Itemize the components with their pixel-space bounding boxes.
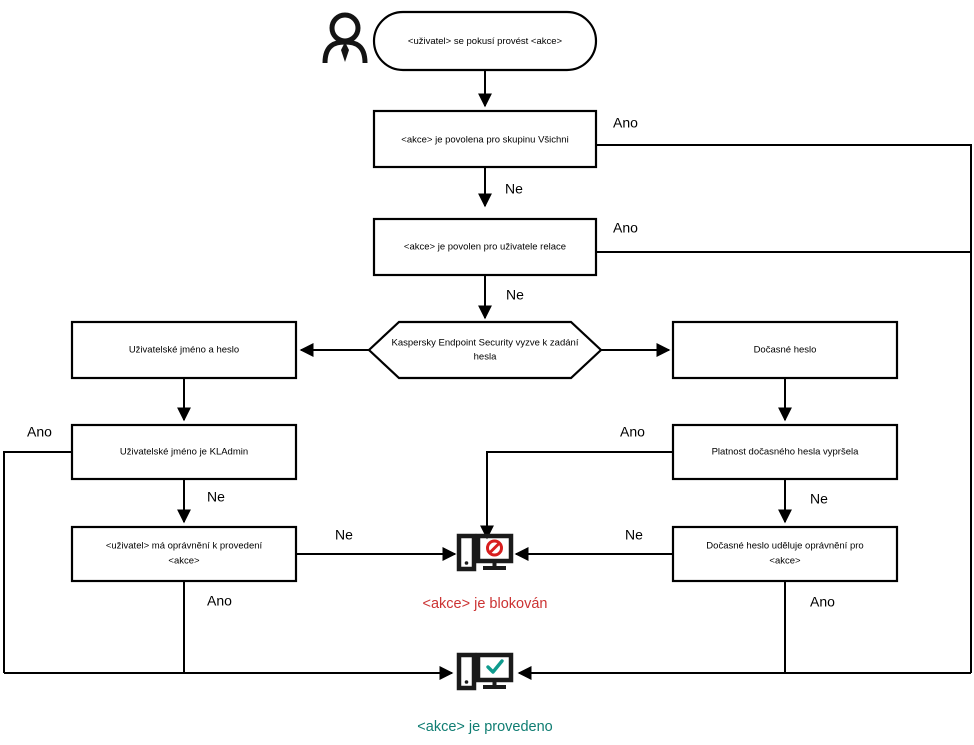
- node-temp-password-label: Dočasné heslo: [754, 345, 817, 356]
- node-username-password: Uživatelské jméno a heslo: [70, 320, 298, 380]
- edge-label-has-permission-no: Ne: [335, 527, 353, 543]
- computer-allowed-icon: [456, 652, 514, 691]
- node-prompt-password: Kaspersky Endpoint Security vyzve k zadá…: [367, 320, 603, 380]
- blocked-result-label: <akce> je blokován: [423, 596, 548, 612]
- edge-label-grants-yes: Ano: [810, 594, 835, 610]
- node-user-has-permission-label-line2: <akce>: [168, 556, 200, 567]
- node-temp-password-grants-label-line1: Dočasné heslo uděluje oprávnění pro: [706, 541, 863, 552]
- edge-all-group-yes: [596, 144, 972, 673]
- node-decision-all-group: <akce> je povolena pro skupinu Všichni: [372, 109, 598, 169]
- edge-label-expired-yes: Ano: [620, 424, 645, 440]
- node-temp-password: Dočasné heslo: [671, 320, 899, 380]
- node-prompt-password-label-line2: hesla: [474, 352, 497, 363]
- edge-label-has-permission-yes: Ano: [207, 593, 232, 609]
- edge-label-kladmin-no: Ne: [207, 489, 225, 505]
- allowed-result-label: <akce> je provedeno: [417, 719, 552, 735]
- edge-label-expired-no: Ne: [810, 491, 828, 507]
- node-temp-password-grants: Dočasné heslo uděluje oprávnění pro <akc…: [671, 525, 899, 583]
- edge-expired-yes: [480, 451, 673, 540]
- edge-label-session-user-no: Ne: [506, 287, 524, 303]
- edge-label-kladmin-yes: Ano: [27, 424, 52, 440]
- node-temp-password-expired: Platnost dočasného hesla vypršela: [671, 423, 899, 481]
- node-is-kladmin: Uživatelské jméno je KLAdmin: [70, 423, 298, 481]
- edge-label-all-group-no: Ne: [505, 181, 523, 197]
- node-decision-session-user: <akce> je povolen pro uživatele relace: [372, 217, 598, 277]
- edge-label-session-user-yes: Ano: [613, 220, 638, 236]
- node-temp-password-expired-label: Platnost dočasného hesla vypršela: [712, 447, 860, 458]
- edge-kladmin-yes: [3, 451, 72, 673]
- node-decision-all-group-label: <akce> je povolena pro skupinu Všichni: [401, 135, 568, 146]
- node-prompt-password-label-line1: Kaspersky Endpoint Security vyzve k zadá…: [392, 338, 579, 349]
- edge-label-all-group-yes: Ano: [613, 115, 638, 131]
- node-start-label: <uživatel> se pokusí provést <akce>: [408, 36, 563, 47]
- node-is-kladmin-label: Uživatelské jméno je KLAdmin: [120, 447, 248, 458]
- node-decision-session-user-label: <akce> je povolen pro uživatele relace: [404, 242, 566, 253]
- node-user-has-permission-label-line1: <uživatel> má oprávnění k provedení: [106, 541, 263, 552]
- node-start: <uživatel> se pokusí provést <akce>: [372, 10, 598, 72]
- user-person-icon: [322, 12, 368, 64]
- computer-blocked-icon: [456, 533, 514, 572]
- node-username-password-label: Uživatelské jméno a heslo: [129, 345, 239, 356]
- edge-label-grants-no: Ne: [625, 527, 643, 543]
- node-user-has-permission: <uživatel> má oprávnění k provedení <akc…: [70, 525, 298, 583]
- node-temp-password-grants-label-line2: <akce>: [769, 556, 801, 567]
